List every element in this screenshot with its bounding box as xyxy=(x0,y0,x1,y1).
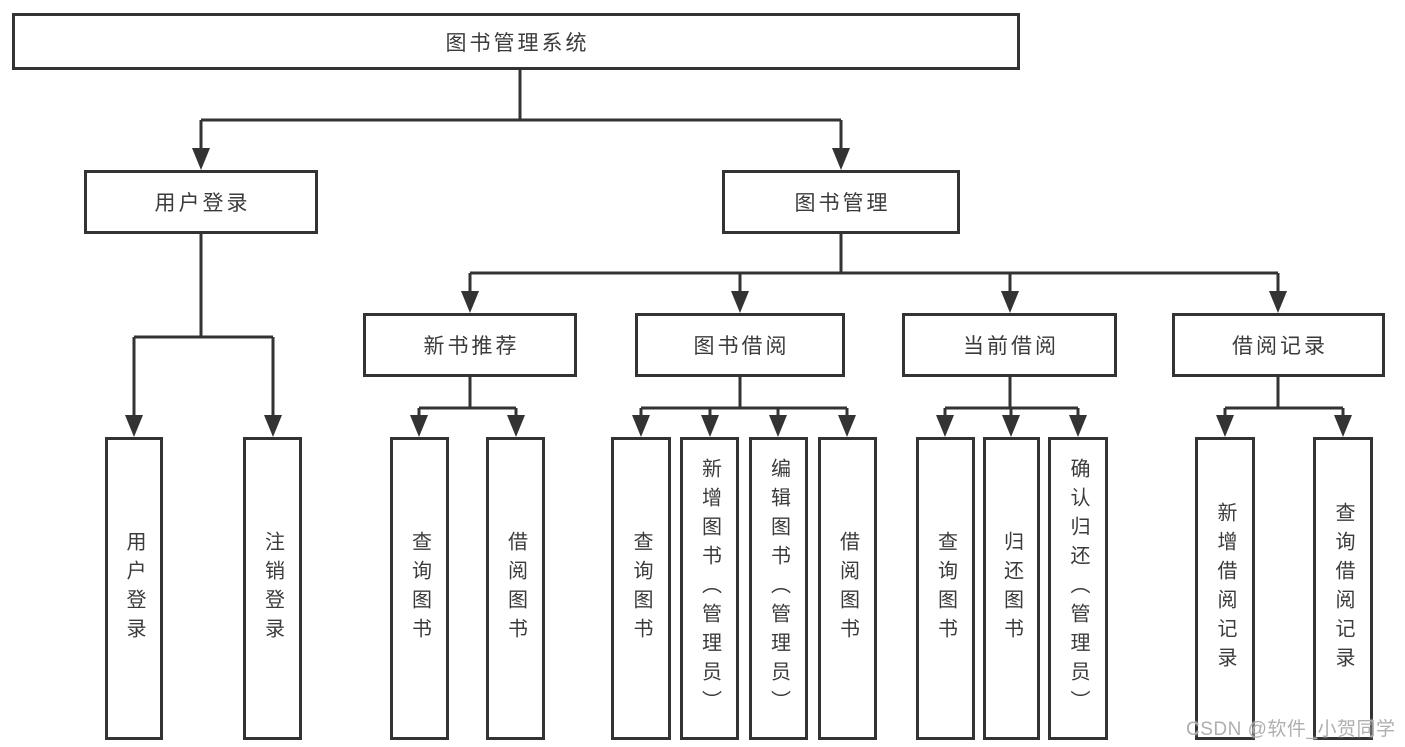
leaf-current-return-books: 归还图书 xyxy=(983,437,1040,740)
leaf-borrow-borrow-books: 借阅图书 xyxy=(818,437,877,740)
leaf-current-confirm-return-admin-label: 确认归还（管理员） xyxy=(1067,458,1089,719)
node-user-login: 用户登录 xyxy=(84,170,318,234)
leaf-logout-label: 注销登录 xyxy=(261,530,284,647)
node-root: 图书管理系统 xyxy=(12,13,1020,70)
leaf-borrow-query-books: 查询图书 xyxy=(611,437,671,740)
leaf-recommend-query-books-label: 查询图书 xyxy=(408,530,431,647)
leaf-borrow-query-books-label: 查询图书 xyxy=(630,530,652,647)
leaf-current-confirm-return-admin: 确认归还（管理员） xyxy=(1048,437,1108,740)
leaf-borrow-borrow-books-label: 借阅图书 xyxy=(836,530,859,647)
node-new-book-recommendation: 新书推荐 xyxy=(363,313,577,377)
leaf-records-query-record-label: 查询借阅记录 xyxy=(1332,501,1354,676)
leaf-recommend-query-books: 查询图书 xyxy=(390,437,449,740)
leaf-borrow-edit-books-admin: 编辑图书（管理员） xyxy=(749,437,808,740)
leaf-records-query-record: 查询借阅记录 xyxy=(1313,437,1373,740)
leaf-logout: 注销登录 xyxy=(243,437,302,740)
leaf-user-login-label: 用户登录 xyxy=(123,530,145,647)
leaf-records-add-record: 新增借阅记录 xyxy=(1195,437,1255,740)
leaf-recommend-borrow-books: 借阅图书 xyxy=(486,437,545,740)
leaf-current-query-books: 查询图书 xyxy=(916,437,975,740)
leaf-user-login: 用户登录 xyxy=(105,437,163,740)
leaf-records-add-record-label: 新增借阅记录 xyxy=(1214,501,1236,676)
csdn-watermark: CSDN @软件_小贺同学 xyxy=(1186,719,1396,740)
leaf-borrow-add-books-admin: 新增图书（管理员） xyxy=(680,437,739,740)
node-book-management: 图书管理 xyxy=(722,170,960,234)
leaf-borrow-edit-books-admin-label: 编辑图书（管理员） xyxy=(767,458,790,719)
node-book-borrowing: 图书借阅 xyxy=(635,313,845,377)
leaf-recommend-borrow-books-label: 借阅图书 xyxy=(504,530,527,647)
node-current-borrowing: 当前借阅 xyxy=(902,313,1117,377)
leaf-current-return-books-label: 归还图书 xyxy=(1000,530,1023,647)
leaf-borrow-add-books-admin-label: 新增图书（管理员） xyxy=(698,458,721,719)
leaf-current-query-books-label: 查询图书 xyxy=(934,530,957,647)
node-borrowing-records: 借阅记录 xyxy=(1172,313,1385,377)
